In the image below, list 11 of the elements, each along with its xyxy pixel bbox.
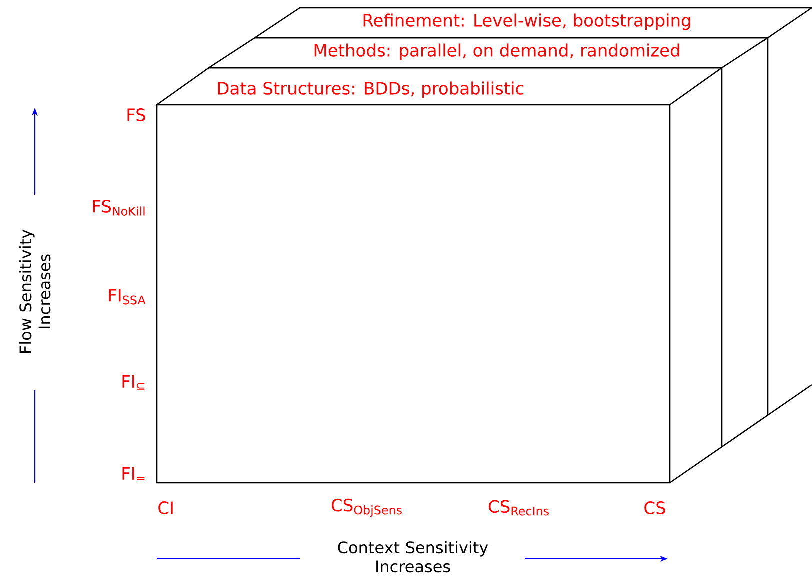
axis-tick-label: CS$_{RecIns}$ <box>488 500 549 516</box>
axis-tick-label: FI$_{SSA}$ <box>109 289 146 305</box>
axis-tick-label: FI$_{⊆}$ <box>122 376 145 390</box>
axis-title: Context Sensitivity Increases <box>338 541 488 573</box>
axis-tick-label: CS <box>644 502 666 514</box>
axis-tick-label: CS$_{ObjSens}$ <box>332 498 402 518</box>
axis-tick-label: FS <box>128 108 146 122</box>
axis-tick-label: CI <box>158 502 173 514</box>
axis-title: Flow Sensitivity Increases <box>19 230 51 353</box>
axis-tick-label: FS$_{NoKill}$ <box>93 200 145 216</box>
axis-tick-label: FI$_{=}$ <box>122 468 145 480</box>
